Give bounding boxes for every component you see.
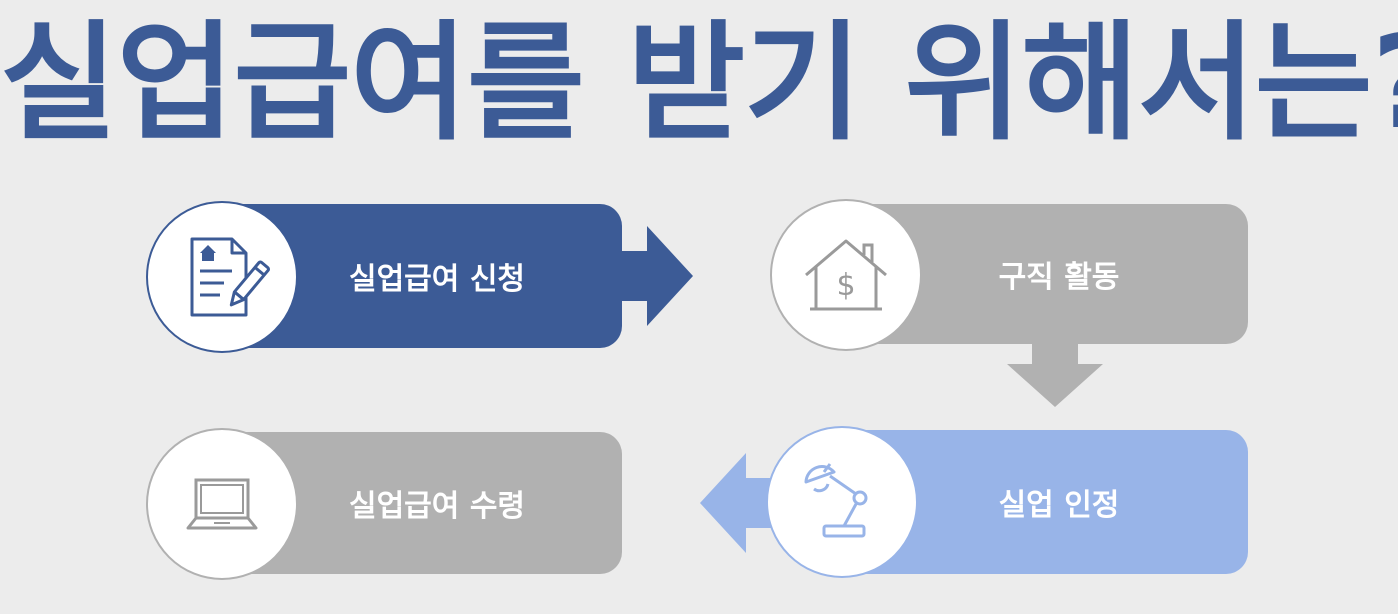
svg-text:$: $ — [836, 268, 855, 303]
step-apply-circle — [146, 201, 298, 353]
step-unemployment-recognition-circle — [766, 426, 918, 578]
step-receive-label: 실업급여 수령 — [348, 489, 526, 524]
step-apply-label: 실업급여 신청 — [348, 262, 526, 297]
page-title: 실업급여를 받기 위해서는? — [0, 9, 1398, 158]
step-job-search-circle: $ — [770, 199, 922, 351]
document-pen-icon — [190, 237, 270, 317]
step-job-search-label: 구직 활동 — [998, 260, 1120, 295]
step-unemployment-recognition-label: 실업 인정 — [998, 488, 1120, 523]
laptop-icon — [186, 478, 258, 530]
step-receive-circle — [146, 428, 298, 580]
arrow-left-icon — [700, 453, 780, 553]
arrow-down-icon — [1007, 342, 1103, 407]
desk-lamp-icon — [804, 463, 868, 538]
house-dollar-icon: $ — [805, 239, 887, 311]
arrow-right-icon — [615, 226, 693, 326]
